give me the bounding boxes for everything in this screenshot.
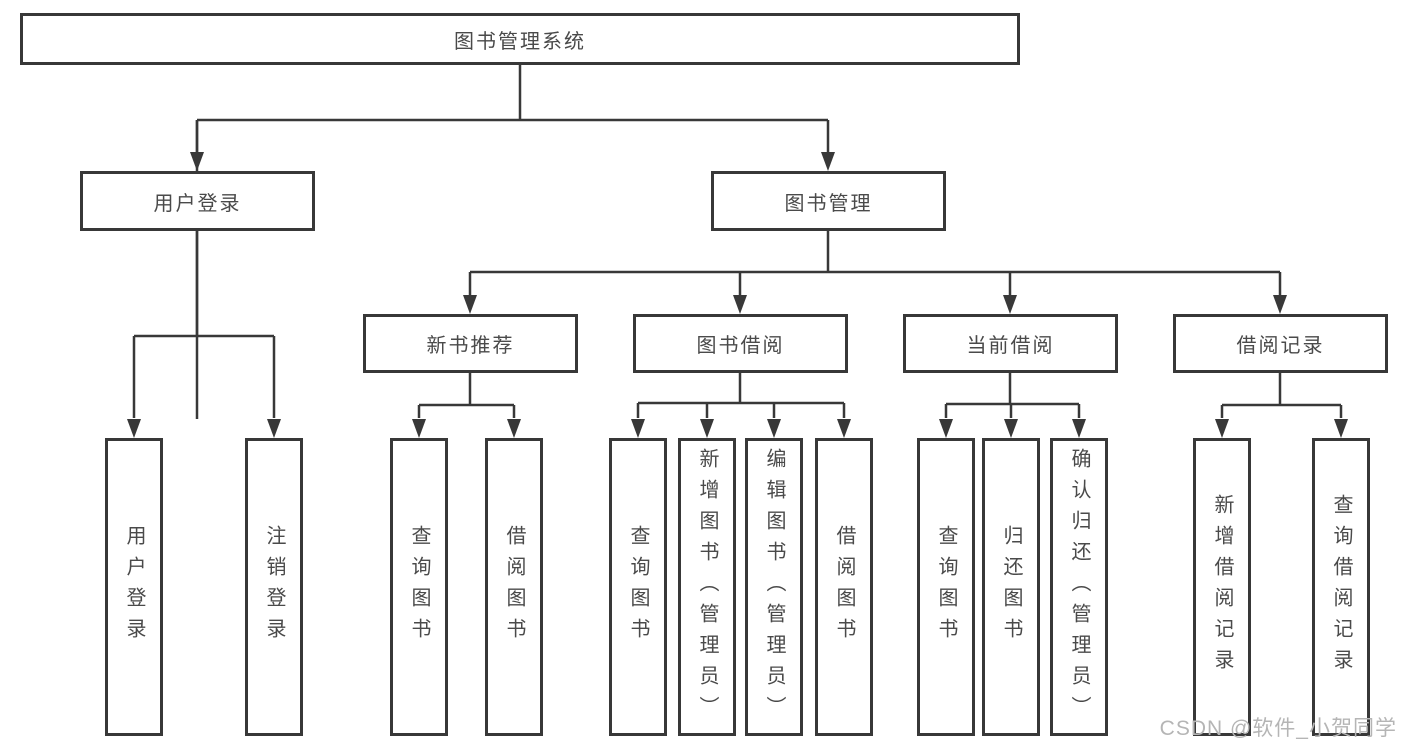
leaf-borrow-books-recommend: 借阅图书 xyxy=(485,438,543,736)
leaf-label: 确认归还（管理员） xyxy=(1068,447,1090,727)
leaf-logout: 注销登录 xyxy=(245,438,303,736)
leaf-confirm-return-admin: 确认归还（管理员） xyxy=(1050,438,1108,736)
leaf-borrow-books: 借阅图书 xyxy=(815,438,873,736)
leaf-query-books-current: 查询图书 xyxy=(917,438,975,736)
node-current-borrow: 当前借阅 xyxy=(903,314,1118,373)
edge-root-to-level2 xyxy=(195,65,830,419)
leaf-label: 编辑图书（管理员） xyxy=(763,447,785,727)
node-book-management: 图书管理 xyxy=(711,171,946,231)
node-root-system: 图书管理系统 xyxy=(20,13,1020,65)
leaf-label: 借阅图书 xyxy=(833,525,855,649)
leaf-return-books: 归还图书 xyxy=(982,438,1040,736)
leaf-label: 借阅图书 xyxy=(503,525,525,649)
leaf-edit-book-admin: 编辑图书（管理员） xyxy=(745,438,803,736)
leaf-label: 用户登录 xyxy=(123,525,145,649)
edge-newbook-children xyxy=(417,373,516,418)
leaf-label: 新增借阅记录 xyxy=(1211,494,1233,680)
watermark: CSDN @软件_小贺同学 xyxy=(1159,717,1397,740)
edge-bookmgmt-children xyxy=(468,231,1282,295)
node-new-book-recommend: 新书推荐 xyxy=(363,314,578,373)
leaf-label: 查询图书 xyxy=(627,525,649,649)
leaf-query-books-recommend: 查询图书 xyxy=(390,438,448,736)
node-book-borrow: 图书借阅 xyxy=(633,314,848,373)
leaf-label: 归还图书 xyxy=(1000,525,1022,649)
leaf-label: 查询借阅记录 xyxy=(1330,494,1352,680)
leaf-query-books-borrow: 查询图书 xyxy=(609,438,667,736)
node-user-login: 用户登录 xyxy=(80,171,315,231)
leaf-user-login: 用户登录 xyxy=(105,438,163,736)
leaf-add-borrow-record: 新增借阅记录 xyxy=(1193,438,1251,736)
leaf-label: 查询图书 xyxy=(935,525,957,649)
leaf-add-book-admin: 新增图书（管理员） xyxy=(678,438,736,736)
leaf-query-borrow-record: 查询借阅记录 xyxy=(1312,438,1370,736)
edge-borrow-children xyxy=(636,373,846,418)
edge-current-children xyxy=(944,373,1081,418)
arrowheads xyxy=(127,152,1348,438)
edge-records-children xyxy=(1220,373,1343,418)
node-borrow-records: 借阅记录 xyxy=(1173,314,1388,373)
leaf-label: 查询图书 xyxy=(408,525,430,649)
leaf-label: 注销登录 xyxy=(263,525,285,649)
edge-userlogin-children xyxy=(132,231,276,418)
leaf-label: 新增图书（管理员） xyxy=(696,447,718,727)
